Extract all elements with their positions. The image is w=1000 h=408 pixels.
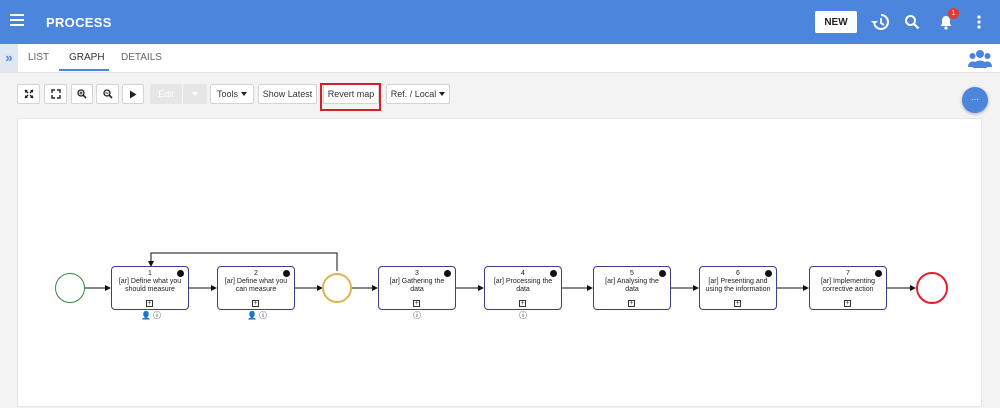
activity-7[interactable]: 7 [ar] Implementing corrective action + [809, 266, 887, 310]
zoom-in-button[interactable] [71, 84, 93, 104]
activity-4[interactable]: 4 [ar] Processing the data + [484, 266, 562, 310]
expand-panel-icon[interactable]: » [0, 44, 18, 72]
tools-label: Tools [216, 89, 238, 99]
activity-number: 4 [521, 270, 525, 277]
globe-icon [765, 270, 772, 277]
zoom-in-icon [77, 89, 87, 99]
show-latest-button[interactable]: Show Latest [258, 84, 317, 104]
globe-icon [875, 270, 882, 277]
user-icon[interactable]: 👤 [141, 311, 151, 320]
chevron-down-icon [241, 92, 247, 96]
activity-name: [ar] Define what you can measure [224, 278, 288, 293]
globe-icon [177, 270, 184, 277]
activity-name: [ar] Define what you should measure [118, 278, 182, 293]
tab-list[interactable]: LIST [28, 52, 50, 63]
zoom-out-button[interactable] [96, 84, 119, 104]
activity-4-subicons: ⓘ [519, 310, 527, 321]
fullscreen-button[interactable] [44, 84, 67, 104]
activity-3-subicons: ⓘ [413, 310, 421, 321]
edit-button[interactable]: Edit [150, 84, 182, 104]
info-icon[interactable]: ⓘ [519, 311, 527, 320]
zoom-out-icon [102, 89, 113, 99]
activity-6[interactable]: 6 [ar] Presenting and using the informat… [699, 266, 777, 310]
edit-dropdown-button[interactable] [182, 84, 207, 104]
activity-name: [ar] Implementing corrective action [820, 278, 876, 293]
expand-icon[interactable]: + [519, 300, 526, 307]
play-icon [130, 90, 137, 98]
more-vert-icon[interactable] [968, 11, 990, 33]
activity-2-subicons: 👤ⓘ [247, 310, 267, 321]
fit-button[interactable] [17, 84, 40, 104]
user-icon[interactable]: 👤 [247, 311, 257, 320]
activity-name: [ar] Presenting and using the informatio… [705, 278, 771, 293]
end-event[interactable] [916, 272, 948, 304]
activity-3[interactable]: 3 [ar] Gathering the data + [378, 266, 456, 310]
expand-icon[interactable]: + [413, 300, 420, 307]
activity-1-subicons: 👤ⓘ [141, 310, 161, 321]
activity-number: 5 [630, 270, 634, 277]
flow-gateway-loop-back [148, 252, 338, 271]
page-title: PROCESS [46, 15, 112, 30]
globe-icon [550, 270, 557, 277]
chevron-down-icon [191, 92, 198, 96]
expand-icon[interactable]: + [734, 300, 741, 307]
activity-2[interactable]: 2 [ar] Define what you can measure + [217, 266, 295, 310]
activity-number: 3 [415, 270, 419, 277]
activity-name: [ar] Analysing the data [605, 278, 659, 293]
notification-badge: 1 [948, 8, 959, 19]
ref-local-dropdown-button[interactable]: Ref. / Local [386, 84, 450, 104]
process-graph-canvas[interactable]: 1 [ar] Define what you should measure + … [17, 118, 982, 407]
expand-icon[interactable]: + [146, 300, 153, 307]
activity-number: 2 [254, 270, 258, 277]
tab-bar: » LIST GRAPH DETAILS [0, 44, 1000, 73]
graph-connectors [85, 252, 916, 291]
chevron-down-icon [439, 92, 446, 96]
floating-action-button[interactable]: ⋯ [962, 87, 988, 113]
play-button[interactable] [122, 84, 144, 104]
expand-icon[interactable]: + [844, 300, 851, 307]
start-event[interactable] [55, 273, 85, 303]
expand-icon[interactable]: + [252, 300, 259, 307]
fullscreen-icon [50, 89, 61, 99]
info-icon[interactable]: ⓘ [258, 311, 267, 320]
activity-name: [ar] Gathering the data [389, 278, 445, 293]
users-icon[interactable] [968, 49, 992, 74]
info-icon[interactable]: ⓘ [413, 311, 421, 320]
activity-number: 7 [846, 270, 850, 277]
search-icon[interactable] [901, 11, 923, 33]
globe-icon [444, 270, 451, 277]
app-header: PROCESS NEW 1 [0, 0, 1000, 44]
activity-5[interactable]: 5 [ar] Analysing the data + [593, 266, 671, 310]
activity-name: [ar] Processing the data [493, 278, 553, 293]
tab-graph[interactable]: GRAPH [69, 52, 105, 63]
activity-1[interactable]: 1 [ar] Define what you should measure + [111, 266, 189, 310]
active-tab-indicator [59, 69, 109, 71]
fit-icon [23, 89, 34, 99]
menu-icon[interactable] [10, 14, 24, 26]
tab-details[interactable]: DETAILS [121, 52, 162, 63]
globe-icon [659, 270, 666, 277]
globe-icon [283, 270, 290, 277]
activity-number: 1 [148, 270, 152, 277]
expand-icon[interactable]: + [628, 300, 635, 307]
tools-dropdown-button[interactable]: Tools [210, 84, 254, 104]
revert-map-highlight [320, 83, 381, 111]
activity-number: 6 [736, 270, 740, 277]
new-button[interactable]: NEW [815, 11, 857, 33]
bell-icon[interactable] [935, 11, 957, 33]
gateway-event[interactable] [322, 273, 352, 303]
info-icon[interactable]: ⓘ [152, 311, 161, 320]
ref-local-label: Ref. / Local [390, 89, 437, 99]
history-icon[interactable] [869, 11, 891, 33]
